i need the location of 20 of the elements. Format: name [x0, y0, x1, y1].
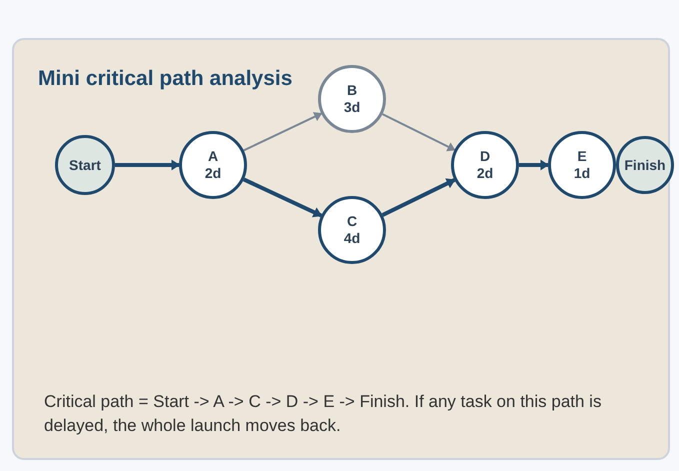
- duration-label: 3d: [344, 99, 360, 116]
- duration-label: 4d: [344, 230, 360, 247]
- node-label: E: [577, 148, 587, 165]
- node-label: B: [346, 82, 358, 99]
- node-label: Finish: [624, 156, 666, 174]
- diagram-title: Mini critical path analysis: [38, 67, 292, 91]
- node-label: C: [346, 213, 358, 230]
- arrow: [243, 112, 322, 152]
- arrow: [519, 160, 550, 170]
- duration-label: 2d: [476, 165, 494, 182]
- arrow: [115, 160, 180, 170]
- arrow: [242, 178, 322, 218]
- node-label: Start: [69, 156, 101, 174]
- duration-label: 2d: [204, 165, 222, 182]
- caption-text: Critical path = Start -> A -> C -> D -> E -> Finish. If any task on this path is delayed, the whole launch moves back.: [44, 391, 602, 437]
- duration-label: 1d: [574, 165, 590, 182]
- arrow: [382, 178, 456, 217]
- node-label: D: [480, 148, 490, 165]
- node-label: A: [208, 148, 218, 165]
- arrow: [382, 113, 456, 152]
